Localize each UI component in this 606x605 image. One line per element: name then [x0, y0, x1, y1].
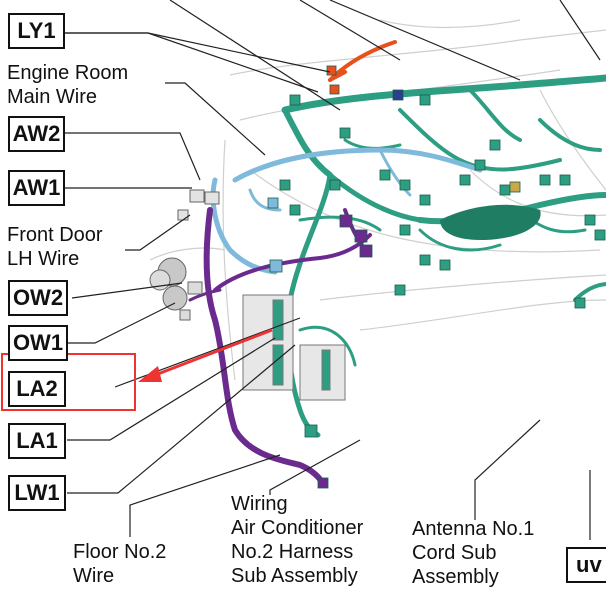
connectors	[267, 65, 606, 489]
vehicle-body-outline	[149, 19, 606, 381]
harness-bundle	[440, 204, 541, 240]
code-uv: uv	[566, 547, 606, 583]
code-aw1: AW1	[8, 170, 65, 206]
code-lw1: LW1	[8, 475, 66, 511]
code-ly1: LY1	[8, 13, 65, 49]
code-ow2: OW2	[8, 280, 68, 316]
junction-block	[242, 294, 346, 401]
code-aw2: AW2	[8, 116, 65, 152]
red-pointer-arrow	[138, 328, 273, 382]
front-door-connectors	[149, 189, 220, 321]
instrument-panel-harness	[281, 74, 606, 438]
code-ow1: OW1	[8, 325, 68, 361]
label-front-door-lh-wire: Front Door LH Wire	[7, 224, 103, 270]
orange-harness	[328, 40, 397, 82]
label-engine-room-main-wire: Engine Room Main Wire	[7, 62, 129, 108]
leader-lines	[64, 0, 601, 540]
code-la1: LA1	[8, 423, 66, 459]
highlight-box	[1, 353, 136, 411]
label-floor-no2-wire: Floor No.2 Wire	[73, 541, 167, 587]
code-la2: LA2	[8, 371, 66, 407]
label-wiring-air-conditioner: Wiring Air Conditioner No.2 Harness Sub …	[231, 493, 364, 587]
label-antenna-cord: Antenna No.1 Cord Sub Assembly	[412, 518, 535, 588]
